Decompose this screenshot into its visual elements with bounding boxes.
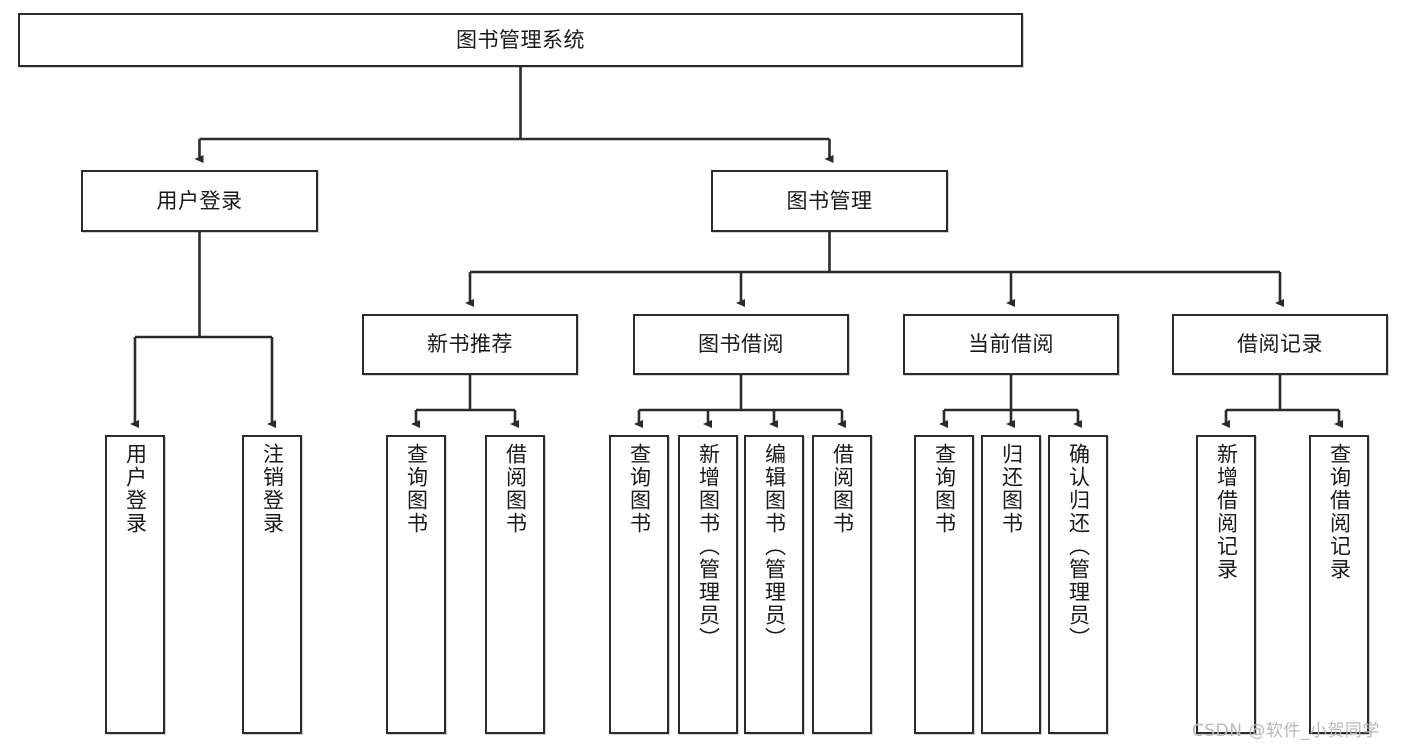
node-leaf-logout[interactable]: 注销登录	[242, 435, 302, 734]
node-label: 确认归还（管理员）	[1066, 443, 1091, 650]
node-label: 归还图书	[999, 443, 1024, 535]
node-leaf-query-book-current[interactable]: 查询图书	[914, 435, 974, 734]
node-leaf-add-book-admin[interactable]: 新增图书（管理员）	[678, 435, 738, 734]
node-label: 图书管理系统	[456, 27, 585, 52]
node-current-borrow[interactable]: 当前借阅	[903, 314, 1119, 375]
node-leaf-borrow-book-recommend[interactable]: 借阅图书	[485, 435, 545, 734]
node-label: 借阅记录	[1237, 332, 1323, 357]
node-label: 新书推荐	[427, 332, 513, 357]
node-leaf-add-borrow-record[interactable]: 新增借阅记录	[1196, 435, 1256, 734]
node-label: 当前借阅	[968, 332, 1054, 357]
node-label: 图书借阅	[698, 332, 784, 357]
node-label: 编辑图书（管理员）	[762, 443, 787, 650]
node-leaf-confirm-return-admin[interactable]: 确认归还（管理员）	[1048, 435, 1108, 734]
watermark-csdn: CSDN @软件_小贺同学	[1192, 721, 1380, 741]
node-label: 查询借阅记录	[1327, 443, 1352, 581]
node-label: 用户登录	[123, 443, 148, 535]
node-label: 新增图书（管理员）	[696, 443, 721, 650]
node-leaf-query-book-recommend[interactable]: 查询图书	[386, 435, 446, 734]
node-label: 查询图书	[627, 443, 652, 535]
node-leaf-borrow-book[interactable]: 借阅图书	[812, 435, 872, 734]
node-leaf-user-login[interactable]: 用户登录	[105, 435, 165, 734]
node-leaf-edit-book-admin[interactable]: 编辑图书（管理员）	[744, 435, 804, 734]
node-book-manage[interactable]: 图书管理	[711, 170, 948, 232]
node-leaf-query-book-borrow[interactable]: 查询图书	[609, 435, 669, 734]
node-label: 查询图书	[932, 443, 957, 535]
node-label: 查询图书	[404, 443, 429, 535]
node-label: 图书管理	[786, 188, 873, 213]
node-label: 注销登录	[260, 443, 285, 535]
node-leaf-query-borrow-record[interactable]: 查询借阅记录	[1309, 435, 1369, 734]
node-borrow-record[interactable]: 借阅记录	[1172, 314, 1388, 375]
node-label: 新增借阅记录	[1214, 443, 1239, 581]
node-new-book-recommend[interactable]: 新书推荐	[362, 314, 578, 375]
node-label: 用户登录	[156, 188, 243, 213]
node-leaf-return-book[interactable]: 归还图书	[981, 435, 1041, 734]
node-label: 借阅图书	[503, 443, 528, 535]
node-user-login[interactable]: 用户登录	[81, 170, 318, 232]
node-root[interactable]: 图书管理系统	[18, 13, 1023, 67]
node-book-borrow[interactable]: 图书借阅	[633, 314, 849, 375]
node-label: 借阅图书	[830, 443, 855, 535]
